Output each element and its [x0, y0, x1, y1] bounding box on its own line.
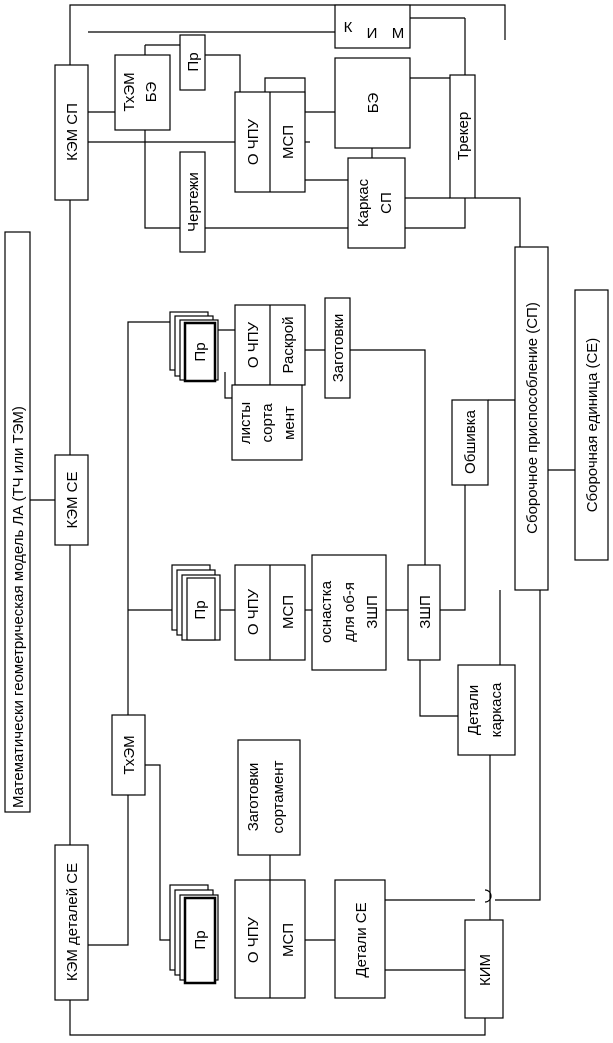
txem-label: ТхЭМ [121, 735, 138, 774]
zshp-label: ЗШП [417, 595, 434, 629]
txem-box: ТхЭМ [111, 714, 146, 796]
chpu-bot-label: О ЧПУ [245, 916, 262, 963]
be-box: БЭ [334, 57, 411, 149]
osnastka-line3: ЗШП [364, 595, 381, 629]
det-karkasa-box: Детали каркаса [457, 664, 516, 756]
txem-be-box: ТхЭМ БЭ [114, 54, 171, 131]
math-model-box: Математически геометрическая модель ЛА (… [4, 231, 31, 813]
chpu-raskroy-label: Раскрой [280, 317, 297, 374]
msp-mid-label: МСП [280, 595, 297, 629]
msp-top-label: МСП [280, 125, 297, 159]
chpu-msp-top-box: О ЧПУ МСП [234, 91, 306, 193]
kim-top-m: М [392, 25, 405, 42]
sheets-line1: листы [237, 402, 254, 444]
kem-sp-label: КЭМ СП [64, 103, 81, 161]
chpu-raskroy-chpu: О ЧПУ [245, 321, 262, 368]
kem-se-box: КЭМ СЕ [54, 454, 89, 546]
zag-sort-box: Заготовки сортамент [237, 739, 301, 856]
karkas-sp-box: Каркас СП [347, 157, 406, 249]
chpu-msp-bot-box: О ЧПУ МСП [234, 879, 306, 999]
chpu-raskroy-box: О ЧПУ Раскрой [234, 304, 306, 386]
obshivka-box: Обшивка [451, 399, 489, 486]
pr-top-box: Пр [179, 34, 206, 91]
kem-se-label: КЭМ СЕ [64, 471, 81, 528]
txem-be-line1: ТхЭМ [121, 72, 138, 111]
osnastka-box: оснастка для об-я ЗШП [311, 554, 387, 671]
det-karkasa-line2: каркаса [488, 682, 505, 737]
sp-label: Сборочное приспособление (СП) [524, 302, 541, 534]
msp-bot-label: МСП [280, 923, 297, 957]
pr-stack-3-label: Пр [192, 930, 209, 949]
txem-be-line2: БЭ [143, 82, 160, 103]
osnastka-line1: оснастка [318, 580, 335, 643]
det-karkasa-line1: Детали [465, 685, 482, 735]
kim-top-box: К И М [334, 4, 411, 49]
chpu-top-label: О ЧПУ [245, 118, 262, 165]
sheets-line2: сорта [259, 403, 276, 443]
pr-stack-1-label: Пр [192, 342, 209, 361]
pr-stack-1: Пр [169, 311, 219, 383]
be-label: БЭ [365, 93, 382, 114]
drawings-box: Чертежи [179, 151, 206, 253]
chpu-msp-mid-box: О ЧПУ МСП [234, 564, 306, 661]
tracker-label: Трекер [455, 112, 472, 160]
se-box: Сборочная единица (СЕ) [574, 289, 609, 561]
tracker-box: Трекер [449, 74, 476, 199]
det-se-box: Детали СЕ [334, 879, 386, 999]
se-label: Сборочная единица (СЕ) [584, 338, 601, 513]
chpu-mid-label: О ЧПУ [245, 588, 262, 635]
pr-stack-2-label: Пр [192, 600, 209, 619]
connectors [30, 4, 575, 1036]
kim-bot-box: КИМ [464, 919, 504, 1019]
zshp-box: ЗШП [407, 564, 441, 661]
karkas-line1: Каркас [355, 178, 372, 227]
sheets-box: листы сорта мент [231, 384, 303, 461]
zagotovki-box: Заготовки [324, 297, 351, 399]
kim-top-i: И [367, 25, 378, 42]
osnastka-line2: для об-я [341, 582, 358, 642]
pr-stack-3: Пр [169, 884, 219, 985]
kem-det-label: КЭМ деталей СЕ [64, 863, 81, 981]
kim-bot-label: КИМ [477, 954, 494, 986]
math-model-label: Математически геометрическая модель ЛА (… [10, 406, 27, 808]
zag-sort-line2: сортамент [270, 760, 287, 833]
det-se-label: Детали СЕ [353, 902, 370, 977]
zagotovki-label: Заготовки [330, 314, 347, 383]
kim-top-k: К [344, 19, 353, 36]
kem-sp-box: КЭМ СП [54, 64, 89, 201]
sheets-line3: мент [281, 406, 298, 440]
sp-box: Сборочное приспособление (СП) [514, 246, 549, 591]
pr-stack-2: Пр [171, 564, 221, 641]
zag-sort-line1: Заготовки [245, 763, 262, 832]
obshivka-label: Обшивка [462, 409, 479, 474]
drawings-label: Чертежи [185, 172, 202, 232]
pr-top-label: Пр [185, 52, 202, 71]
karkas-line2: СП [378, 192, 395, 214]
kem-det-box: КЭМ деталей СЕ [54, 844, 89, 1001]
